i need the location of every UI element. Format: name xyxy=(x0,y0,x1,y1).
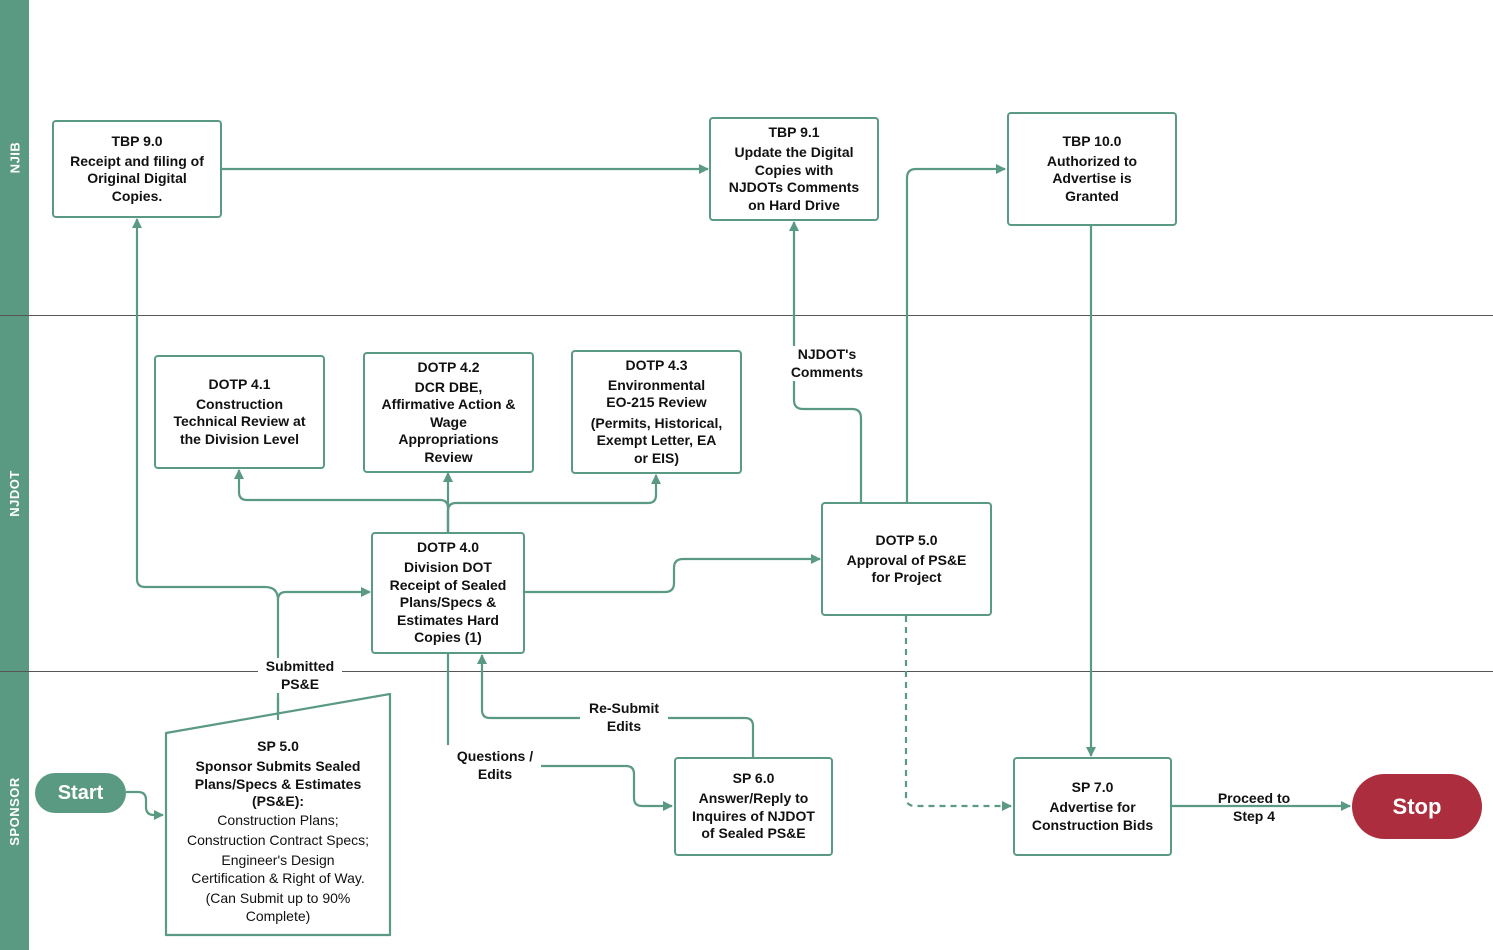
edge-label-text: Questions / xyxy=(456,748,534,764)
node-text: (PS&E): xyxy=(251,793,305,809)
edge-label-text: NJDOT's xyxy=(797,346,857,362)
node-text: Estimates Hard xyxy=(397,611,499,628)
edge-dotp40-to-dotp50 xyxy=(524,554,821,594)
node-text: Construction Bids xyxy=(1031,816,1154,833)
stop-terminal: Stop xyxy=(1352,774,1482,839)
node-title: DOTP 4.2 xyxy=(417,358,480,375)
node-text: Appropriations xyxy=(398,431,499,448)
node-text: Technical Review at xyxy=(173,413,306,430)
start-terminal: Start xyxy=(35,773,126,813)
sp50-shape xyxy=(164,692,392,937)
lane-bar-njdot xyxy=(0,316,29,671)
node-detail: Certification & Right of Way. xyxy=(191,869,365,886)
node-text: Update the Digital xyxy=(734,144,854,160)
node-text: Plans/Specs & xyxy=(399,594,497,611)
edge-dotp40-to-dotp43 xyxy=(446,474,661,532)
edge-dotp40-to-sp60 xyxy=(446,653,672,806)
node-text: Granted xyxy=(1065,187,1119,204)
node-text: Exempt Letter, EA xyxy=(596,432,717,449)
node-text: Receipt of Sealed xyxy=(389,576,507,593)
process-tbp-10-0: TBP 10.0 Authorized to Advertise is Gran… xyxy=(1007,112,1177,226)
node-text: NJDOTs Comments xyxy=(728,179,860,195)
node-detail: Construction Plans; xyxy=(217,811,339,828)
process-dotp-4-2: DOTP 4.2 DCR DBE, Affirmative Action & W… xyxy=(363,352,534,473)
node-text: Plans/Specs & Estimates xyxy=(194,775,362,792)
edge-to-tbp90 xyxy=(132,218,280,601)
node-text: Receipt and filing of xyxy=(70,152,204,169)
edge-label-resubmit-edits: Re-Submit Edits xyxy=(580,700,668,735)
node-title: TBP 10.0 xyxy=(1062,132,1122,149)
process-sp-6-0: SP 6.0 Answer/Reply to Inquires of NJDOT… xyxy=(674,757,833,856)
node-title: SP 6.0 xyxy=(732,770,775,787)
node-text: Copies with xyxy=(754,161,834,178)
node-title: DOTP 4.3 xyxy=(625,356,688,373)
edge-label-questions-edits: Questions / Edits xyxy=(449,748,541,783)
process-dotp-4-1: DOTP 4.1 Construction Technical Review a… xyxy=(154,355,325,469)
node-text: or EIS) xyxy=(633,449,680,466)
node-text: the Division Level xyxy=(179,430,300,447)
node-text: EO-215 Review xyxy=(606,394,707,411)
edge-label-text: Re-Submit xyxy=(589,700,659,716)
process-dotp-4-0: DOTP 4.0 Division DOT Receipt of Sealed … xyxy=(371,532,525,654)
edge-label-text: Proceed to xyxy=(1217,790,1291,806)
process-sp-7-0: SP 7.0 Advertise for Construction Bids xyxy=(1013,757,1172,856)
edge-dotp50-to-tbp100 xyxy=(905,164,1006,502)
node-text: Authorized to xyxy=(1046,152,1138,169)
edge-label-text: Comments xyxy=(790,363,864,380)
node-title: DOTP 4.0 xyxy=(417,539,479,556)
node-title: SP 5.0 xyxy=(257,738,299,754)
process-tbp-9-0: TBP 9.0 Receipt and filing of Original D… xyxy=(52,120,222,218)
edge-label-proceed: Proceed to Step 4 xyxy=(1208,790,1300,825)
node-text: DCR DBE, xyxy=(414,378,483,395)
node-text: Affirmative Action & xyxy=(381,396,516,413)
node-title: DOTP 4.1 xyxy=(208,375,271,392)
edge-label-text: Edits xyxy=(606,717,642,734)
edge-start-to-sp50 xyxy=(126,790,164,820)
node-text: Inquires of NJDOT xyxy=(692,807,815,824)
node-title: TBP 9.1 xyxy=(768,124,820,140)
node-text: Advertise for xyxy=(1049,799,1136,815)
edge-label-njdot-comments: NJDOT's Comments xyxy=(784,346,870,381)
edge-dotp50-to-tbp91 xyxy=(789,221,863,502)
process-tbp-9-1: TBP 9.1 Update the Digital Copies with N… xyxy=(709,117,879,221)
node-text: Original Digital xyxy=(87,170,187,187)
process-dotp-4-3: DOTP 4.3 Environmental EO-215 Review (Pe… xyxy=(571,350,742,474)
node-detail: Construction Contract Specs; xyxy=(186,831,370,848)
node-title: TBP 9.0 xyxy=(111,132,163,149)
node-text: for Project xyxy=(871,569,942,585)
edge-dotp50-to-sp70 xyxy=(904,616,1012,811)
edge-label-text: Step 4 xyxy=(1232,807,1275,824)
node-text: Division DOT xyxy=(404,559,492,576)
lane-bar-sponsor xyxy=(0,672,29,950)
node-text: Sponsor Submits Sealed xyxy=(195,758,361,774)
node-text: (Permits, Historical, xyxy=(590,414,723,431)
node-text: Construction xyxy=(195,395,284,412)
edge-label-text: PS&E xyxy=(280,675,320,692)
node-title: DOTP 5.0 xyxy=(875,531,938,548)
node-text: of Sealed PS&E xyxy=(701,825,806,842)
lane-divider-1 xyxy=(0,315,1493,316)
process-sp-5-0: SP 5.0 Sponsor Submits Sealed Plans/Spec… xyxy=(168,738,388,932)
node-text: Review xyxy=(424,448,473,465)
edge-label-text: Submitted xyxy=(265,658,335,674)
edge-dotp40-to-dotp41 xyxy=(234,469,450,532)
node-detail: Engineer's Design xyxy=(221,851,335,868)
node-text: Answer/Reply to xyxy=(698,790,809,807)
node-text: Advertise is xyxy=(1052,170,1132,187)
node-text: Environmental xyxy=(607,376,706,393)
node-text: Wage xyxy=(430,413,467,430)
node-text: Approval of PS&E xyxy=(846,551,967,568)
process-dotp-5-0: DOTP 5.0 Approval of PS&E for Project xyxy=(821,502,992,616)
node-text: Copies (1) xyxy=(414,629,482,646)
lane-divider-2 xyxy=(0,671,1493,672)
edge-label-text: Edits xyxy=(477,765,513,782)
edge-label-submitted-pse: Submitted PS&E xyxy=(258,658,342,693)
node-detail: (Can Submit up to 90% xyxy=(205,889,351,906)
node-title: SP 7.0 xyxy=(1071,779,1114,795)
lane-bar-njib xyxy=(0,0,29,315)
node-detail: Complete) xyxy=(245,907,311,924)
node-text: Copies. xyxy=(111,187,163,204)
node-text: on Hard Drive xyxy=(748,196,840,213)
